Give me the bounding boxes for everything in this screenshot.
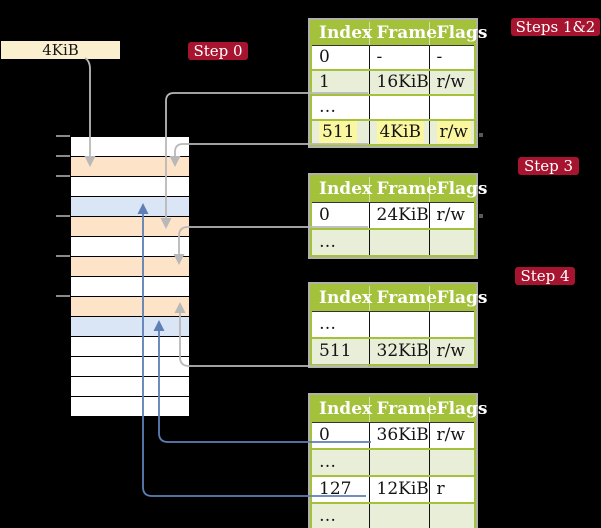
table-cell: … bbox=[312, 448, 370, 476]
table-cell: r/w bbox=[429, 69, 474, 95]
address-tick bbox=[56, 295, 70, 297]
table-cell: 511 bbox=[312, 337, 370, 364]
table-cell bbox=[429, 311, 474, 338]
table-cell: 32KiB bbox=[369, 337, 430, 364]
column-header-index: Index bbox=[312, 397, 372, 423]
connector-stub bbox=[479, 214, 483, 218]
table-cell: 127 bbox=[312, 475, 370, 503]
table-cell: - bbox=[369, 45, 430, 70]
table-cell bbox=[429, 448, 474, 476]
column-header-flags: Flags bbox=[429, 177, 488, 203]
address-tick bbox=[56, 155, 70, 157]
table-cell: r/w bbox=[429, 202, 474, 229]
table-cell: … bbox=[312, 94, 370, 120]
badge-step-4: Step 4 bbox=[515, 267, 575, 285]
table-cell: r/w bbox=[429, 422, 474, 449]
memory-frame-row-13-white bbox=[71, 397, 189, 416]
table-row: … bbox=[312, 311, 474, 338]
column-header-index: Index bbox=[312, 22, 372, 46]
table-cell: 16KiB bbox=[369, 69, 430, 95]
column-header-flags: Flags bbox=[429, 397, 488, 423]
table-cell bbox=[369, 228, 430, 255]
table-cell: … bbox=[312, 502, 370, 528]
badge-step-3: Step 3 bbox=[518, 157, 579, 175]
table-cell bbox=[369, 94, 430, 120]
column-header-frame: Frame bbox=[369, 397, 437, 423]
memory-frame-row-10-white bbox=[71, 337, 189, 357]
table-cell: 1 bbox=[312, 69, 370, 95]
table-cell bbox=[369, 448, 430, 476]
memory-frame-row-12-white bbox=[71, 377, 189, 397]
badge-step-0: Step 0 bbox=[188, 42, 248, 60]
memory-frame-row-2-white bbox=[71, 177, 189, 197]
memory-frame-row-9-blue bbox=[71, 317, 189, 337]
table-cell: 4KiB bbox=[369, 119, 430, 144]
table-cell: 0 bbox=[312, 45, 370, 70]
table-cell: 36KiB bbox=[369, 422, 430, 449]
column-header-index: Index bbox=[312, 286, 372, 312]
column-header-frame: Frame bbox=[369, 177, 437, 203]
address-tick bbox=[56, 135, 70, 137]
table-row: … bbox=[312, 228, 474, 255]
memory-frame-row-8-orange bbox=[71, 297, 189, 317]
table-cell: 12KiB bbox=[369, 475, 430, 503]
table-cell: r bbox=[429, 475, 474, 503]
table-cell: - bbox=[429, 45, 474, 70]
column-header-flags: Flags bbox=[429, 286, 488, 312]
frame-size-label: 4KiB bbox=[1, 41, 120, 59]
highlighted-value: 511 bbox=[319, 121, 358, 143]
column-header-frame: Frame bbox=[369, 286, 437, 312]
address-tick bbox=[56, 175, 70, 177]
memory-frame-row-6-orange bbox=[71, 257, 189, 277]
memory-frame-row-7-white bbox=[71, 277, 189, 297]
memory-frame-row-1-orange bbox=[71, 157, 189, 177]
table-cell: … bbox=[312, 311, 370, 338]
table-cell bbox=[369, 502, 430, 528]
highlighted-value: r/w bbox=[436, 121, 471, 143]
address-tick bbox=[56, 255, 70, 257]
column-header-flags: Flags bbox=[429, 22, 488, 46]
physical-memory-column bbox=[70, 136, 190, 417]
table-cell: r/w bbox=[429, 337, 474, 364]
table-row: … bbox=[312, 448, 474, 476]
table-cell: r/w bbox=[429, 119, 474, 144]
address-tick bbox=[56, 215, 70, 217]
memory-frame-row-5-white bbox=[71, 237, 189, 257]
table-cell: 24KiB bbox=[369, 202, 430, 229]
table-row: … bbox=[312, 502, 474, 528]
table-cell bbox=[429, 502, 474, 528]
table-cell bbox=[429, 228, 474, 255]
memory-frame-row-11-white bbox=[71, 357, 189, 377]
badge-steps-1-2: Steps 1&2 bbox=[511, 18, 600, 36]
memory-frame-row-3-blue bbox=[71, 197, 189, 217]
memory-frame-row-4-orange bbox=[71, 217, 189, 237]
column-header-index: Index bbox=[312, 177, 372, 203]
highlighted-value: 4KiB bbox=[376, 121, 424, 143]
table-cell: 0 bbox=[312, 202, 370, 229]
table-row: 0-- bbox=[312, 45, 474, 70]
column-header-frame: Frame bbox=[369, 22, 437, 46]
memory-frame-row-0-white bbox=[71, 137, 189, 157]
table-row: 511 4KiB r/w bbox=[312, 119, 474, 144]
table-cell: … bbox=[312, 228, 370, 255]
table-cell bbox=[429, 94, 474, 120]
table-cell bbox=[369, 311, 430, 338]
table-cell: 511 bbox=[312, 119, 370, 144]
table-row: … bbox=[312, 94, 474, 120]
table-cell: 0 bbox=[312, 422, 370, 449]
connector-stub bbox=[479, 133, 483, 137]
